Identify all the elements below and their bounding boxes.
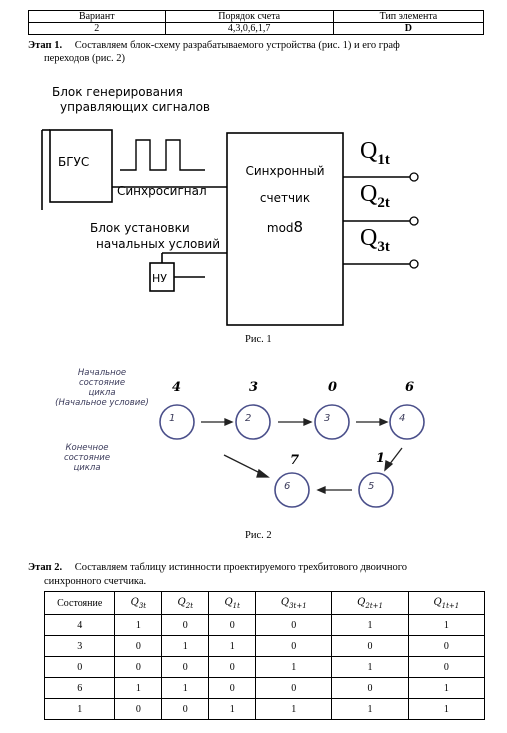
table-row: 1 0 0 1 1 1 1 bbox=[43, 698, 486, 720]
stage2-paragraph: Этап 2. Составляем таблицу истинности пр… bbox=[28, 562, 498, 574]
state-value-2: 3 bbox=[249, 380, 259, 395]
stage2-label: Этап 2. bbox=[28, 562, 63, 573]
nu-label: НУ bbox=[152, 272, 167, 285]
state-circle-3 bbox=[314, 404, 350, 440]
state-num-6: 6 bbox=[284, 481, 291, 492]
stage1-label: Этап 1. bbox=[28, 40, 63, 51]
variant-table: Вариант Порядок счета Тип элемента 2 4,3… bbox=[28, 10, 485, 35]
header-q1t1: Q1t+1 bbox=[407, 591, 486, 615]
state-circle-5 bbox=[358, 472, 394, 508]
note-start-state: Начальное состояние цикла (Начальное усл… bbox=[55, 368, 149, 408]
state-value-3: 0 bbox=[328, 380, 338, 395]
q2-terminal bbox=[409, 216, 419, 226]
fig1-caption: Рис. 1 bbox=[245, 334, 272, 345]
stage1-text-line1: Составляем блок-схему разрабатываемого у… bbox=[74, 40, 400, 51]
bgus-label: БГУС bbox=[58, 155, 90, 169]
note-end-state: Конечное состояние цикла bbox=[63, 443, 111, 473]
state-circle-1 bbox=[159, 404, 195, 440]
counter-box bbox=[226, 132, 344, 326]
block-init-label: Блок установки начальных условий bbox=[90, 221, 221, 251]
counter-label-3: mod8 bbox=[266, 218, 304, 236]
stage1-text-line2: переходов (рис. 2) bbox=[44, 53, 126, 64]
header-q1t: Q1t bbox=[208, 591, 257, 615]
table-row: 3 0 1 1 0 0 0 bbox=[43, 635, 486, 657]
bgus-box bbox=[49, 129, 113, 203]
pulse-waveform bbox=[120, 139, 205, 171]
state-circle-4 bbox=[389, 404, 425, 440]
header-state: Состояние bbox=[43, 591, 116, 615]
header-q2t: Q2t bbox=[161, 591, 210, 615]
table-row: 4 1 0 0 0 1 1 bbox=[43, 614, 486, 636]
header-q3t: Q3t bbox=[114, 591, 163, 615]
header-q2t1: Q2t+1 bbox=[331, 591, 409, 615]
state-value-4: 6 bbox=[405, 380, 415, 395]
q1-terminal bbox=[409, 172, 419, 182]
state-num-1: 1 bbox=[169, 413, 176, 424]
truth-table: Состояние Q3t Q2t Q1t Q3t+1 Q2t+1 Q1t+1 … bbox=[43, 591, 486, 720]
stage2-text-line1: Составляем таблицу истинности проектируе… bbox=[74, 562, 407, 573]
transition-graph bbox=[159, 404, 425, 508]
state-value-5: 1 bbox=[376, 451, 386, 466]
header-q3t1: Q3t+1 bbox=[255, 591, 333, 615]
cell-variant: 2 bbox=[28, 22, 166, 35]
cell-count-order: 4,3,0,6,1,7 bbox=[164, 22, 334, 35]
header-count-order: Порядок счета bbox=[164, 10, 334, 23]
state-circle-6 bbox=[274, 472, 310, 508]
sync-signal-label: Синхросигнал bbox=[117, 184, 207, 198]
state-num-3: 3 bbox=[324, 413, 331, 424]
state-num-2: 2 bbox=[245, 413, 252, 424]
state-num-4: 4 bbox=[399, 413, 406, 424]
state-circle-2 bbox=[235, 404, 271, 440]
q1-label: Q1t bbox=[360, 138, 390, 168]
header-element-type: Тип элемента bbox=[332, 10, 485, 23]
fig2-caption: Рис. 2 bbox=[245, 530, 272, 541]
table-row: 6 1 1 0 0 0 1 bbox=[43, 677, 486, 699]
counter-label-1: Синхронный bbox=[245, 164, 325, 178]
q2-label: Q2t bbox=[360, 181, 390, 211]
state-num-5: 5 bbox=[368, 481, 375, 492]
header-variant: Вариант bbox=[28, 10, 166, 23]
cell-element-type: D bbox=[332, 22, 485, 35]
q3-terminal bbox=[409, 259, 419, 269]
block-gen-label: Блок генерирования управляющих сигналов bbox=[52, 85, 210, 114]
stage2-text-line2: синхронного счетчика. bbox=[44, 576, 147, 587]
counter-label-2: счетчик bbox=[259, 191, 311, 205]
state-value-1: 4 bbox=[172, 380, 182, 395]
state-value-6: 7 bbox=[290, 453, 300, 468]
stage1-paragraph: Этап 1. Составляем блок-схему разрабатыв… bbox=[28, 40, 488, 52]
truth-table-header: Состояние Q3t Q2t Q1t Q3t+1 Q2t+1 Q1t+1 bbox=[43, 591, 486, 615]
block-diagram bbox=[41, 129, 419, 326]
table-row: 0 0 0 0 1 1 0 bbox=[43, 656, 486, 678]
q3-label: Q3t bbox=[360, 225, 390, 255]
